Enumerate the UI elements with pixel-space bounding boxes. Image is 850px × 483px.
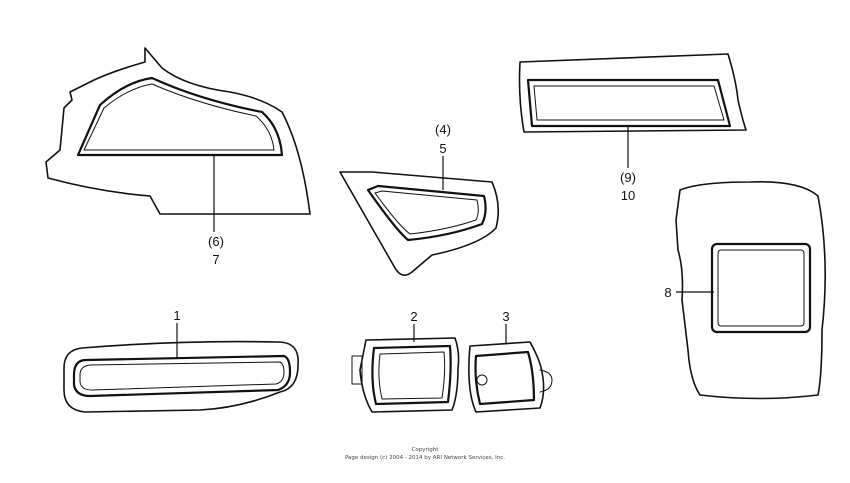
rear-quarter-glass-assembly	[45, 47, 311, 215]
callout-4: (4)	[435, 122, 451, 137]
callout-2: 2	[410, 309, 417, 324]
side-window-glass	[339, 171, 500, 276]
callout-3: 3	[502, 309, 509, 324]
copyright-line-1: Copyright	[412, 447, 440, 453]
side-glass-with-fitting	[468, 341, 553, 413]
callout-6: (6)	[208, 234, 224, 249]
copyright-line-2: Page design (c) 2004 - 2014 by ARI Netwo…	[345, 455, 505, 461]
callout-7: 7	[212, 252, 219, 267]
callout-10: 10	[621, 188, 635, 203]
callout-5: 5	[439, 141, 446, 156]
long-window-glass	[63, 340, 299, 413]
callout-9: (9)	[620, 170, 636, 185]
callout-1: 1	[173, 308, 180, 323]
callout-8: 8	[664, 285, 671, 300]
rear-window-glass	[518, 53, 747, 133]
windshield-glass-assembly	[675, 180, 826, 400]
door-window-glass	[351, 337, 460, 413]
